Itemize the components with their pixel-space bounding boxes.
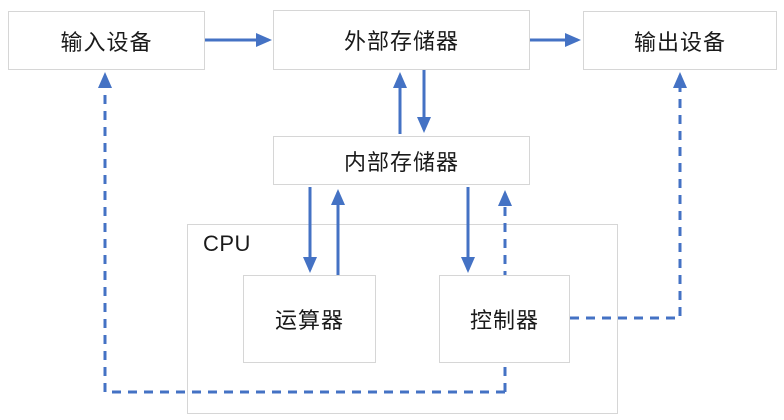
arrow-control-to-output-device [570,72,687,320]
node-output-device-label: 输出设备 [633,29,726,55]
node-output-device: 输出设备 [583,11,777,70]
arrow-control-to-input-device [98,72,505,394]
node-control-unit: 控制器 [439,275,570,363]
node-alu: 运算器 [243,275,376,363]
node-input-device: 输入设备 [8,11,205,70]
node-internal-storage-label: 内部存储器 [343,149,459,175]
cpu-label: CPU [203,231,251,256]
node-external-storage-label: 外部存储器 [343,29,459,54]
node-control-unit-label: 控制器 [469,308,539,333]
node-external-storage: 外部存储器 [273,10,530,70]
node-input-device-label: 输入设备 [60,29,153,55]
node-internal-storage: 内部存储器 [273,136,530,185]
node-alu-label: 运算器 [274,308,344,333]
cpu-group-box: CPU [187,224,618,414]
